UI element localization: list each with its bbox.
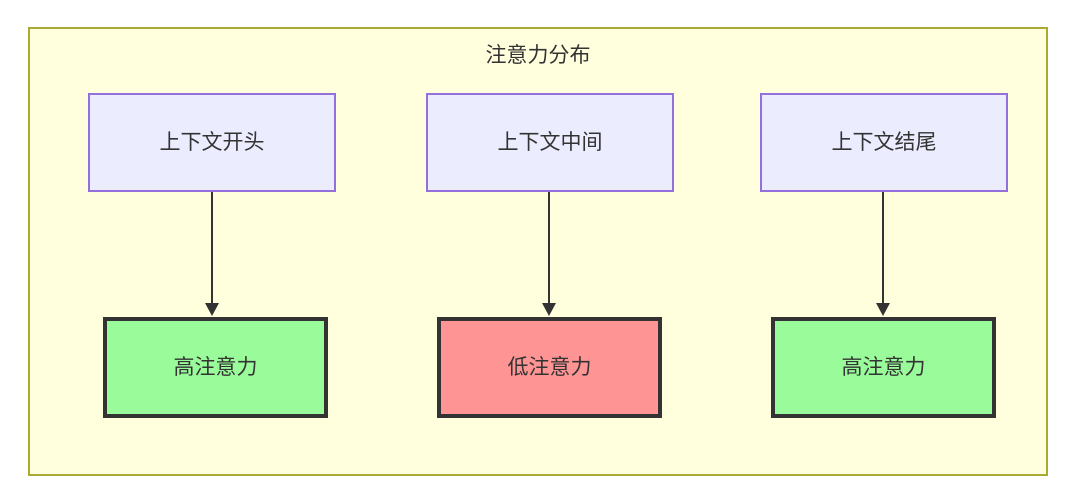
- node-attention-low-middle[interactable]: 低注意力: [437, 317, 662, 418]
- node-attention-high-end[interactable]: 高注意力: [771, 317, 996, 418]
- node-attention-high-start[interactable]: 高注意力: [103, 317, 328, 418]
- diagram-title: 注意力分布: [485, 44, 591, 67]
- node-context-middle[interactable]: 上下文中间: [426, 93, 674, 192]
- node-context-end[interactable]: 上下文结尾: [760, 93, 1008, 192]
- node-context-start[interactable]: 上下文开头: [88, 93, 336, 192]
